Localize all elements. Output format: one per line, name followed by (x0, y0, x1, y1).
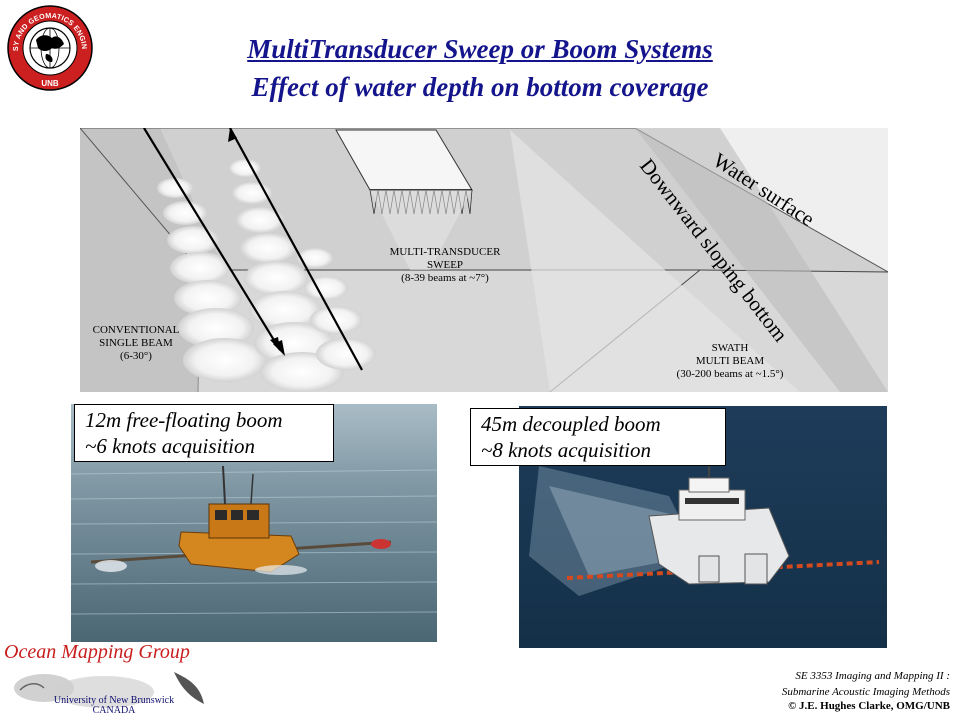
sweep-line3: (8-39 beams at ~7°) (401, 272, 489, 284)
unb-line2: CANADA (92, 705, 136, 716)
caption-45m-boom: 45m decoupled boom ~8 knots acquisition (470, 408, 726, 466)
caption-45m-line1: 45m decoupled boom (481, 412, 661, 436)
conventional-label: CONVENTIONAL SINGLE BEAM (6-30°) (80, 324, 192, 363)
course-line2: Submarine Acoustic Imaging Methods (781, 686, 950, 698)
course-line1: SE 3353 Imaging and Mapping II : (795, 670, 950, 682)
unb-line1: University of New Brunswick (53, 695, 175, 706)
course-info: SE 3353 Imaging and Mapping II : Submari… (710, 668, 950, 700)
caption-12m-boom: 12m free-floating boom ~6 knots acquisit… (74, 404, 334, 462)
copyright: © J.E. Hughes Clarke, OMG/UNB (788, 700, 950, 712)
coverage-diagram: CONVENTIONAL SINGLE BEAM (6-30°) MULTI-T… (80, 128, 888, 392)
conventional-line2: SINGLE BEAM (99, 337, 173, 349)
caption-12m-line1: 12m free-floating boom (85, 408, 283, 432)
conventional-line3: (6-30°) (120, 350, 152, 362)
conventional-line1: CONVENTIONAL (92, 324, 180, 336)
sweep-line2: SWEEP (426, 259, 464, 271)
sweep-label: MULTI-TRANSDUCER SWEEP (8-39 beams at ~7… (360, 246, 530, 285)
swath-line3: (30-200 beams at ~1.5°) (676, 368, 784, 380)
swath-label: SWATH MULTI BEAM (30-200 beams at ~1.5°) (640, 342, 820, 381)
swath-line2: MULTI BEAM (695, 355, 765, 367)
unb-label: University of New Brunswick CANADA (44, 696, 184, 716)
sweep-line1: MULTI-TRANSDUCER (389, 246, 501, 258)
logo-unb-text: UNB (41, 79, 59, 88)
unb-geodesy-logo: GEODESY AND GEOMATICS ENGINEERING UNB (3, 0, 94, 92)
ocean-mapping-group-title: Ocean Mapping Group (4, 641, 190, 663)
swath-line1: SWATH (711, 342, 749, 354)
caption-45m-line2: ~8 knots acquisition (481, 438, 652, 462)
caption-12m-line2: ~6 knots acquisition (85, 434, 256, 458)
slide-title: MultiTransducer Sweep or Boom Systems (247, 34, 713, 64)
slide-subtitle: Effect of water depth on bottom coverage (251, 72, 709, 102)
ocean-mapping-group-artwork (4, 664, 216, 716)
